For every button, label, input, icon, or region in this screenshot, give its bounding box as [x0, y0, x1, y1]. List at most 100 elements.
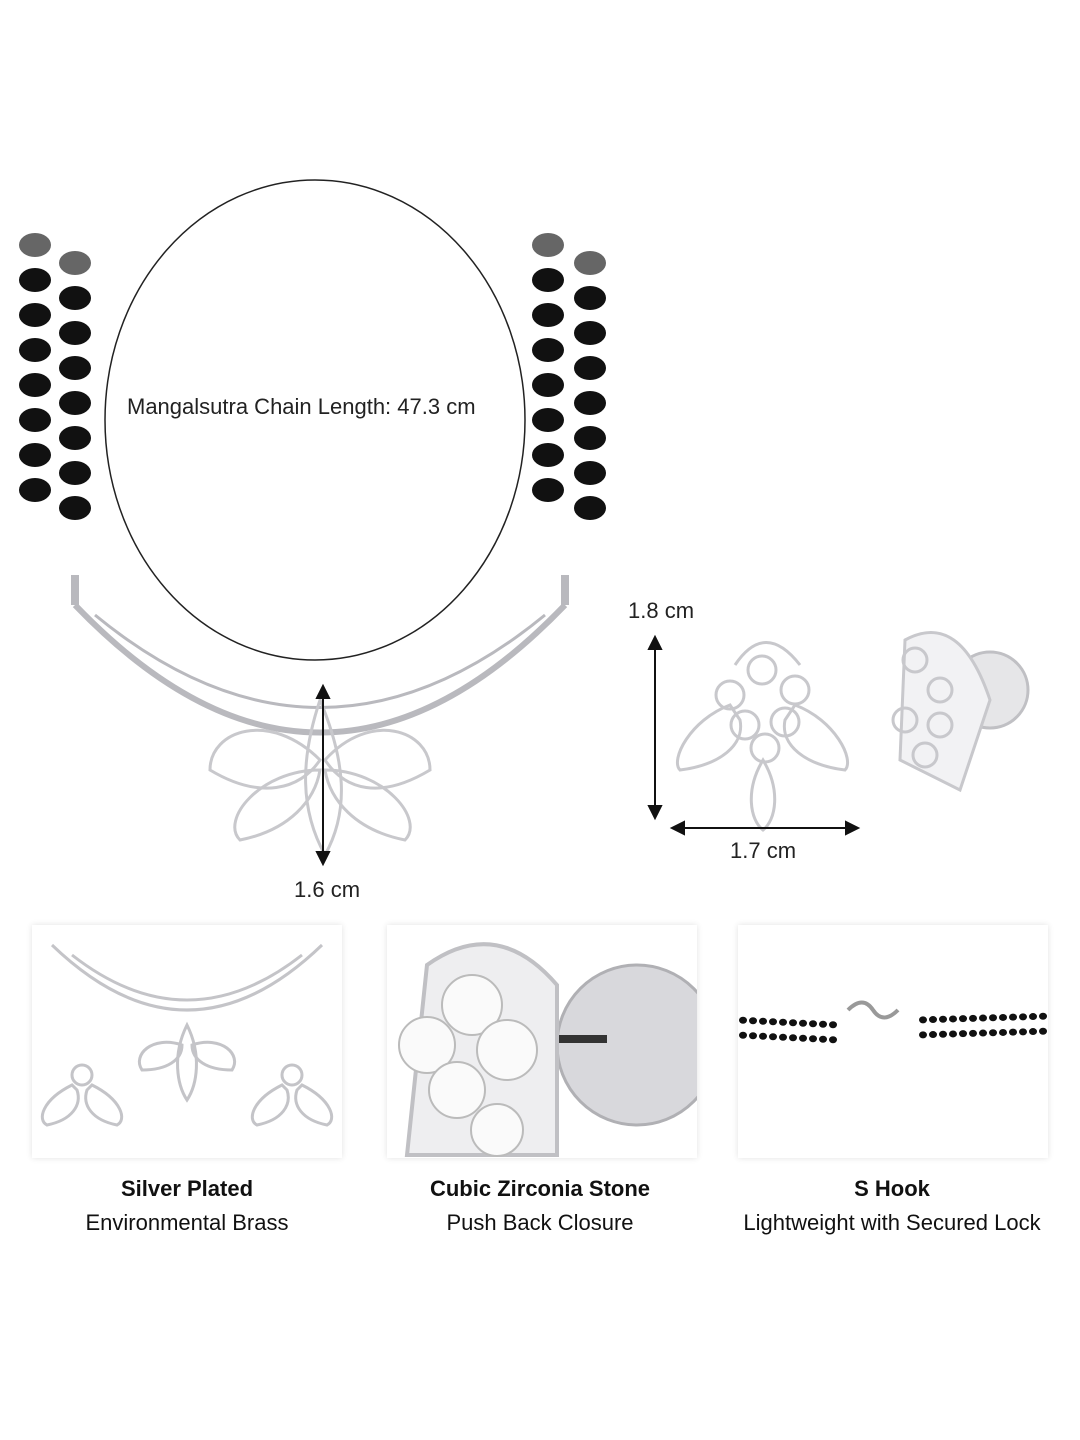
bead [989, 1014, 997, 1022]
cubic-zirconia-image [387, 925, 697, 1158]
bead [829, 1021, 837, 1029]
bead [819, 1035, 827, 1043]
bead [19, 373, 51, 397]
feature-title: Cubic Zirconia Stone [429, 1176, 651, 1201]
pendant-height-arrow [315, 683, 331, 867]
chain-length-label: Mangalsutra Chain Length: 47.3 cm [127, 394, 476, 419]
bead [959, 1015, 967, 1023]
feature-subtitle: Environmental Brass [85, 1210, 289, 1235]
feature-title: S Hook [854, 1176, 930, 1201]
pendant [71, 575, 569, 859]
bead [769, 1018, 777, 1026]
bead [999, 1013, 1007, 1021]
s-hook-image [738, 925, 1048, 1158]
earring-height-label: 1.8 cm [628, 598, 695, 623]
bead [574, 461, 606, 485]
bead [779, 1033, 787, 1041]
chain-outline [104, 179, 526, 661]
bead [779, 1018, 787, 1026]
bead [532, 303, 564, 327]
bead [532, 478, 564, 502]
bead [929, 1031, 937, 1039]
earring-width-label: 1.7 cm [730, 838, 797, 863]
bead [1019, 1013, 1027, 1021]
pendant-height-label: 1.6 cm [294, 877, 361, 902]
bead [929, 1016, 937, 1024]
bead [1009, 1028, 1017, 1036]
bead [59, 251, 91, 275]
bead [999, 1028, 1007, 1036]
bead [829, 1036, 837, 1044]
bead [749, 1017, 757, 1025]
bead [19, 408, 51, 432]
bead [59, 356, 91, 380]
mangalsutra-illustration [19, 179, 1030, 867]
bead [1009, 1013, 1017, 1021]
bead [759, 1032, 767, 1040]
bead [809, 1035, 817, 1043]
bead [1029, 1013, 1037, 1021]
bead [749, 1032, 757, 1040]
bead [19, 233, 51, 257]
bead [769, 1033, 777, 1041]
bead [59, 286, 91, 310]
bead [532, 373, 564, 397]
bead [59, 461, 91, 485]
bead [789, 1034, 797, 1042]
earring-width-arrow [669, 820, 861, 836]
bead [819, 1020, 827, 1028]
bead [59, 426, 91, 450]
bead [949, 1015, 957, 1023]
feature-s-hook: S Hook Lightweight with Secured Lock [712, 1176, 1072, 1236]
bead [574, 321, 606, 345]
bead [739, 1016, 747, 1024]
bead [939, 1030, 947, 1038]
bead [1039, 1027, 1047, 1035]
feature-subtitle: Push Back Closure [446, 1210, 634, 1235]
bead [574, 496, 606, 520]
bead [969, 1029, 977, 1037]
bead [532, 338, 564, 362]
feature-title: Silver Plated [120, 1176, 254, 1201]
feature-silver-plated: Silver Plated Environmental Brass [7, 1176, 367, 1236]
bead [532, 268, 564, 292]
bead [799, 1034, 807, 1042]
bead [1029, 1028, 1037, 1036]
bead [979, 1014, 987, 1022]
bead [1019, 1028, 1027, 1036]
bead [19, 478, 51, 502]
bead [532, 233, 564, 257]
bead [19, 268, 51, 292]
bead [789, 1019, 797, 1027]
bead [959, 1030, 967, 1038]
bead [574, 286, 606, 310]
black-bead-strands [19, 233, 606, 520]
feature-subtitle: Lightweight with Secured Lock [743, 1210, 1041, 1235]
bead [939, 1015, 947, 1023]
bead [59, 496, 91, 520]
bead [574, 391, 606, 415]
bead [59, 321, 91, 345]
silver-plated-image [32, 925, 342, 1158]
bead [979, 1029, 987, 1037]
bead [739, 1031, 747, 1039]
bead [759, 1017, 767, 1025]
bead [919, 1016, 927, 1024]
bead [574, 251, 606, 275]
bead [969, 1014, 977, 1022]
bead [574, 426, 606, 450]
bead [799, 1019, 807, 1027]
earring-height-arrow [647, 634, 663, 821]
bead [532, 408, 564, 432]
bead [919, 1031, 927, 1039]
bead [989, 1029, 997, 1037]
bead [19, 303, 51, 327]
bead [19, 443, 51, 467]
bead [19, 338, 51, 362]
bead [949, 1030, 957, 1038]
earrings [675, 631, 1030, 832]
bead [574, 356, 606, 380]
feature-cubic-zirconia: Cubic Zirconia Stone Push Back Closure [360, 1176, 720, 1236]
bead [59, 391, 91, 415]
bead [1039, 1012, 1047, 1020]
